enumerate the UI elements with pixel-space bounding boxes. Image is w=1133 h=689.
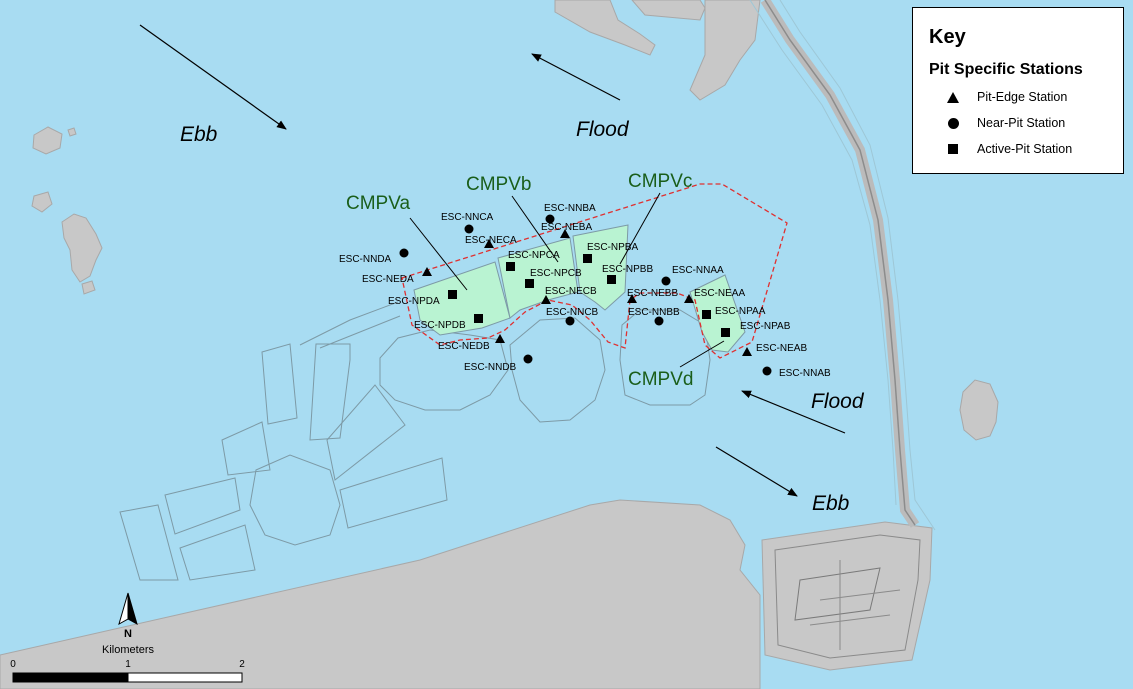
square-icon [945,141,961,157]
island-west-4 [81,280,96,295]
station-marker-neda [422,267,432,276]
legend-item-label: Pit-Edge Station [977,90,1068,104]
station-marker-npba [583,254,592,263]
scale-bar-tick-1: 1 [125,659,131,670]
area-label-cmpvd: CMPVd [628,369,693,390]
station-marker-nnaa [661,276,671,286]
area-label-cmpvb: CMPVb [466,174,531,195]
airport-island-inner [774,534,921,659]
area-label-cmpva: CMPVa [346,193,410,214]
station-label: ESC-NPAB [740,321,791,332]
station-marker-npbb [607,275,616,284]
land-north-pier-2 [631,0,706,21]
station-label: ESC-NEDB [438,341,490,352]
area-leaders [409,192,725,368]
island-east [959,379,999,441]
scale-bar-tick-2: 2 [239,659,245,670]
station-marker-npca [506,262,515,271]
station-marker-nncb [565,316,575,326]
north-arrow-label: N [124,628,132,640]
scale-bar-units: Kilometers [102,644,154,656]
station-marker-npab [721,328,730,337]
island-west-2 [31,191,53,213]
station-label: ESC-NEDA [362,274,414,285]
station-marker-npaa [702,310,711,319]
pits [413,224,746,353]
station-marker-npda [448,290,457,299]
station-label: ESC-NEAB [756,343,807,354]
station-label: ESC-NPAA [715,306,766,317]
station-marker-neca [484,239,494,248]
island-west-3 [61,213,103,283]
station-label: ESC-NNBA [544,203,596,214]
legend-item-pit-edge: Pit-Edge Station [945,88,1067,106]
station-label: ESC-NPCB [530,268,582,279]
station-label: ESC-NPDB [414,320,466,331]
legend-subtitle: Pit Specific Stations [929,61,1083,78]
station-label: ESC-NNAB [779,368,831,379]
station-labels: ESC-NNCA ESC-NECA ESC-NNBA ESC-NEBA ESC-… [339,203,831,379]
scale-bar: Kilometers 0 1 2 [10,644,245,683]
flow-label-ebb-west: Ebb [180,123,218,146]
north-arrow: N [118,592,138,640]
flow-label-ebb-east: Ebb [812,492,850,515]
station-label: ESC-NEAA [694,288,745,299]
flow-label-flood-east: Flood [811,390,865,413]
station-marker-nnbb [654,316,664,326]
legend-item-label: Active-Pit Station [977,142,1073,156]
legend-item-near-pit: Near-Pit Station [945,114,1065,132]
station-label: ESC-NNAA [672,265,724,276]
station-label: ESC-NNCA [441,212,494,223]
airport-runway-1 [794,567,881,621]
station-markers [399,214,772,376]
airport-runway-2 [809,560,901,650]
station-marker-neaa [684,294,694,303]
station-label: ESC-NPCA [508,250,560,261]
station-label: ESC-NNBB [628,307,680,318]
station-label: ESC-NPBB [602,264,653,275]
pit-cmpvc [572,224,629,311]
station-marker-nndb [523,354,533,364]
dmmp-boundary [401,183,788,359]
station-marker-nnba [545,214,555,224]
station-marker-neba [560,229,570,238]
station-label: ESC-NEBB [627,288,678,299]
legend-title: Key [929,26,966,48]
station-marker-nnca [464,224,474,234]
station-label: ESC-NECA [465,235,517,246]
airport-island [761,521,933,671]
station-label: ESC-NNDA [339,254,392,265]
land-south [0,499,761,689]
land-masses [0,0,999,689]
island-west-5 [67,127,77,137]
triangle-icon [945,89,961,105]
station-marker-npdb [474,314,483,323]
land-north-pier [554,0,656,56]
flow-arrows [139,24,846,497]
station-label: ESC-NNCB [546,307,599,318]
station-label: ESC-NEBA [541,222,592,233]
station-marker-npcb [525,279,534,288]
station-marker-nnda [399,248,409,258]
station-marker-neab [742,347,752,356]
island-west-1 [32,126,63,155]
station-marker-nnab [762,366,772,376]
scale-bar-tick-0: 0 [10,659,16,670]
station-label: ESC-NECB [545,286,597,297]
station-label: ESC-NNDB [464,362,517,373]
station-label: ESC-NPDA [388,296,440,307]
station-marker-necb [541,295,551,304]
pit-cmpva [413,261,511,336]
legend-item-active-pit: Active-Pit Station [945,140,1072,158]
causeway [749,0,936,531]
area-label-cmpvc: CMPVc [628,171,692,192]
legend-item-label: Near-Pit Station [977,116,1066,130]
station-marker-nebb [627,294,637,303]
flow-label-flood-north: Flood [576,118,630,141]
basin-outlines [119,301,711,581]
circle-icon [945,115,961,131]
legend: Key Pit Specific Stations Pit-Edge Stati… [912,7,1124,174]
station-label: ESC-NPBA [587,242,638,253]
station-marker-nedb [495,334,505,343]
